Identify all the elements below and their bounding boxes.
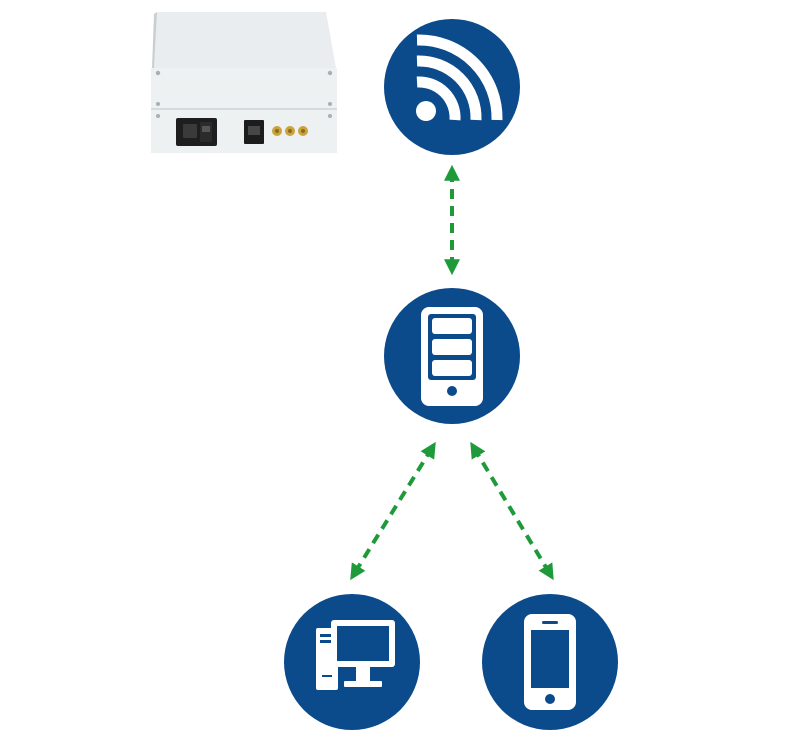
device-screw xyxy=(156,102,160,106)
device-top-face xyxy=(154,12,336,68)
device-screw xyxy=(328,102,332,106)
smartphone-icon xyxy=(524,614,576,710)
antenna-connector-icon xyxy=(298,126,308,136)
antenna-connector-icon xyxy=(285,126,295,136)
power-socket-icon xyxy=(176,118,217,146)
wifi-signal-icon xyxy=(416,34,503,121)
desktop-computer-icon xyxy=(316,620,395,690)
node-circle xyxy=(384,19,520,155)
device-screw xyxy=(156,114,160,118)
server-icon xyxy=(421,307,483,406)
node-desktop xyxy=(284,594,420,730)
connector-server-desktop xyxy=(350,441,436,581)
device-side-face xyxy=(152,12,157,68)
node-server xyxy=(384,288,520,424)
device-screw xyxy=(155,70,161,76)
connector-server-smartphone xyxy=(470,441,554,581)
device-screw xyxy=(327,70,333,76)
connectors xyxy=(350,164,554,581)
ethernet-port-icon xyxy=(244,120,264,144)
antenna-connector-icon xyxy=(272,126,282,136)
node-smartphone xyxy=(482,594,618,730)
hardware-device xyxy=(151,12,337,153)
device-screw xyxy=(328,114,332,118)
node-wireless xyxy=(384,19,520,155)
